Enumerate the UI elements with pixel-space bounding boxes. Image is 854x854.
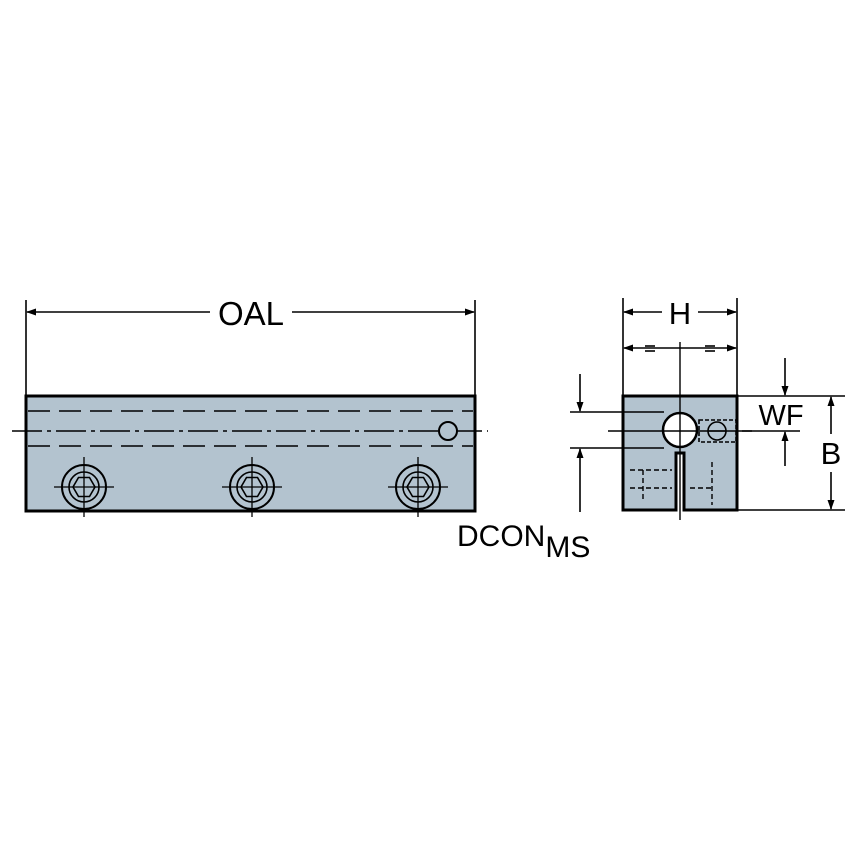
oal-label: OAL — [218, 295, 284, 332]
dcon-subscript: MS — [545, 531, 590, 564]
dcon-dimension: DCONMS — [457, 374, 664, 564]
pin-hole — [438, 421, 458, 441]
dcon-label: DCONMS — [457, 520, 590, 564]
oal-dimension: OAL — [25, 295, 476, 396]
dcon-main: DCON — [457, 520, 545, 553]
mounting-screw — [388, 457, 448, 517]
mounting-screw — [54, 457, 114, 517]
end-view: H WF B — [457, 296, 845, 564]
wf-label: WF — [758, 400, 803, 432]
wf-dimension: WF — [737, 358, 845, 466]
mounting-screw — [222, 457, 282, 517]
side-view: OAL — [12, 295, 488, 517]
hidden-features — [630, 462, 713, 505]
b-label: B — [821, 436, 842, 471]
symmetry-dimension — [623, 344, 737, 352]
h-label: H — [669, 296, 691, 331]
b-dimension: B — [737, 396, 845, 511]
h-dimension: H — [622, 296, 738, 396]
